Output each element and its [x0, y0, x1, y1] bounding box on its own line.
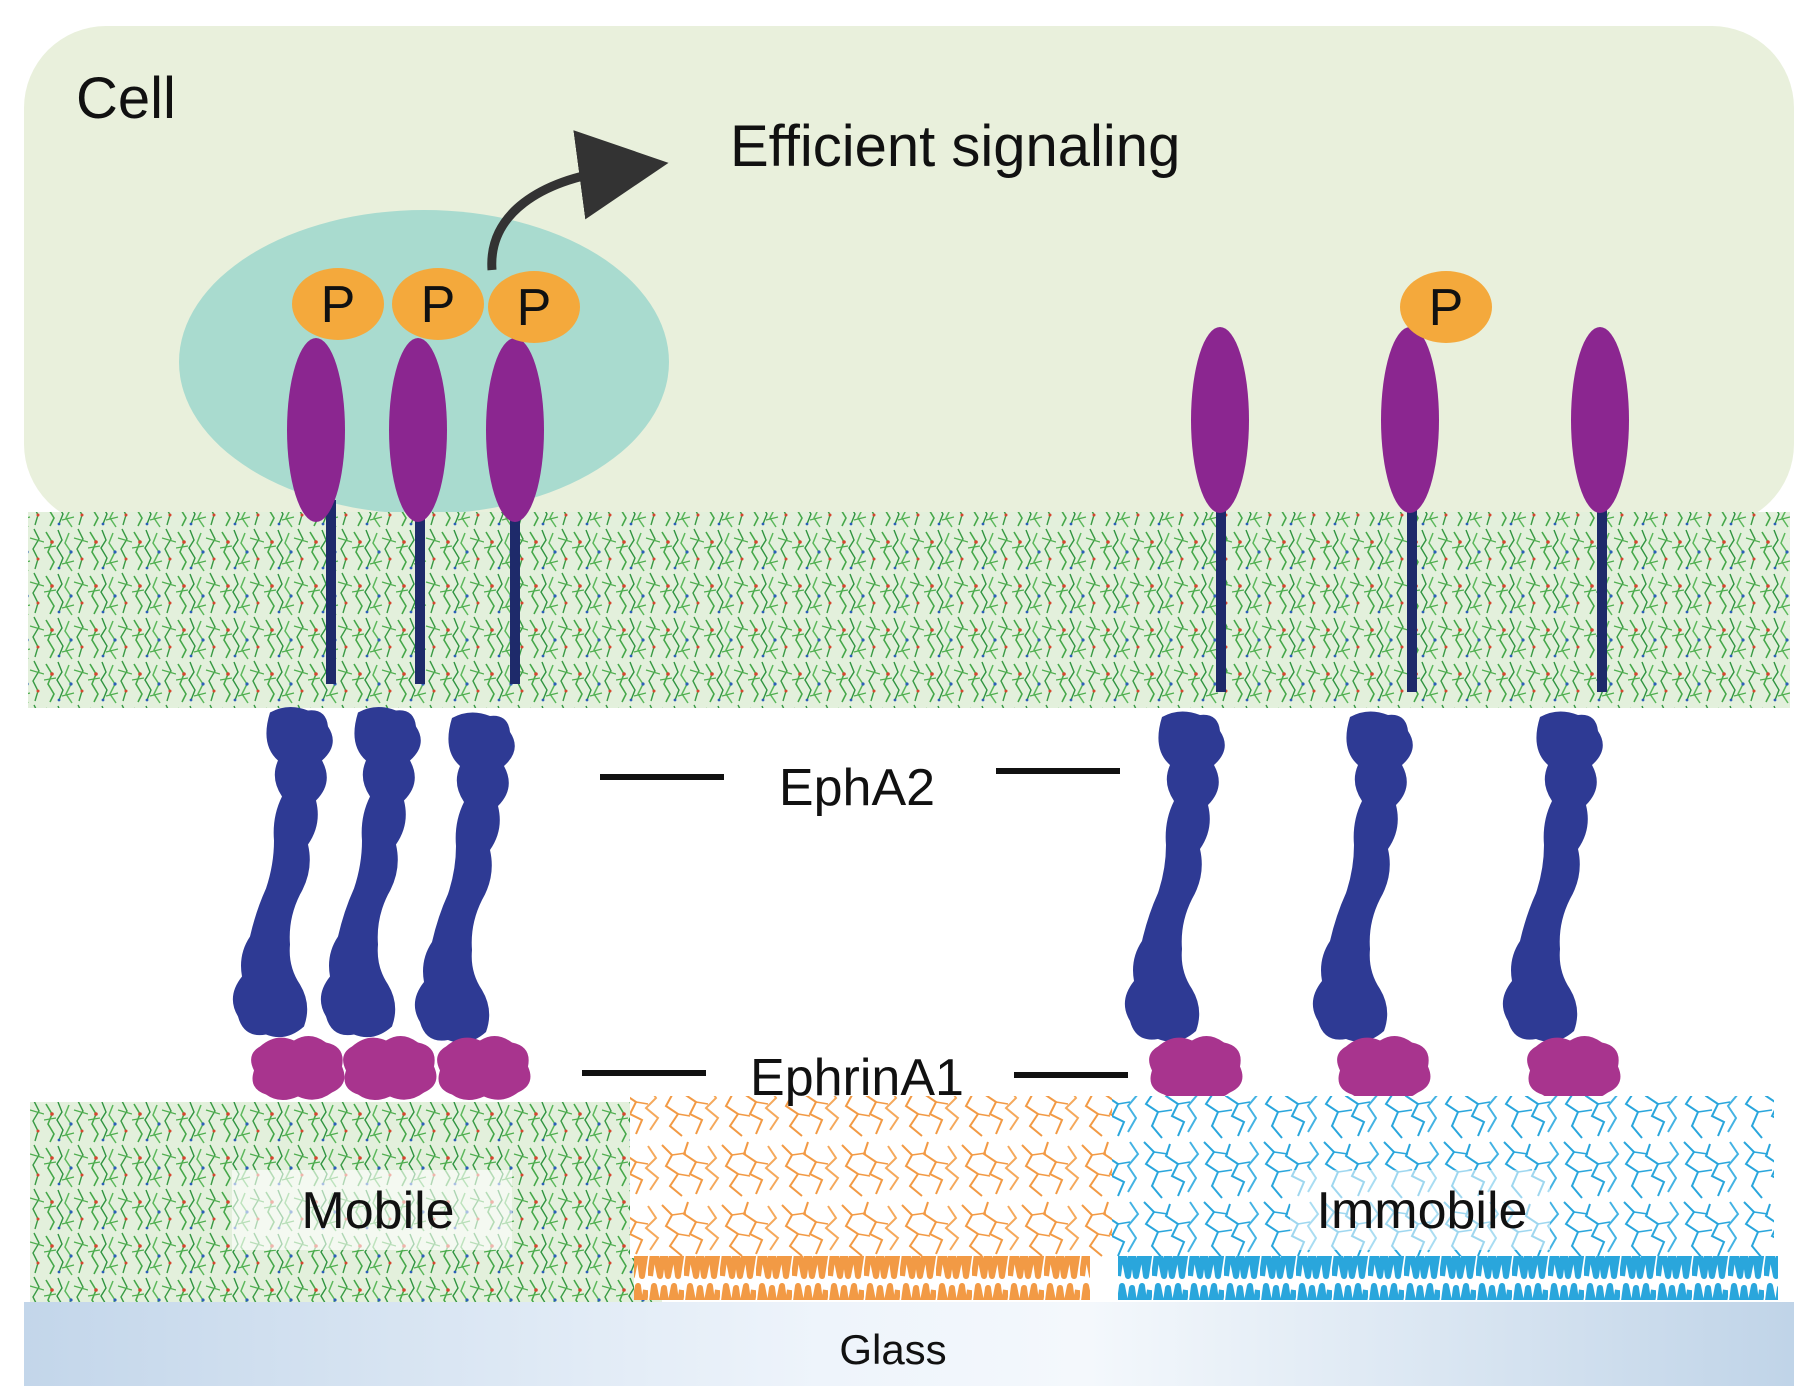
glass-substrate [24, 1302, 1794, 1386]
ligand [1149, 1035, 1243, 1101]
mobile-label: Mobile [301, 1182, 454, 1240]
immobile-label: Immobile [1317, 1182, 1528, 1240]
glass-label: Glass [839, 1326, 946, 1373]
phosphate-group [1400, 271, 1492, 343]
transmembrane-helix [415, 500, 425, 684]
kinase-domain [486, 338, 544, 522]
ectodomain [320, 706, 421, 1038]
leader-lines [582, 768, 1128, 1078]
polymer-base-orange [634, 1256, 1090, 1300]
epha2-ectodomains [232, 706, 1603, 1043]
kinase-domain [287, 338, 345, 522]
cell-membrane [28, 512, 1790, 708]
phosphate-group [392, 268, 484, 340]
ligand [1337, 1035, 1431, 1101]
ligand [251, 1035, 345, 1101]
ligand [1527, 1035, 1621, 1101]
transmembrane-helix [510, 500, 520, 684]
cell-label: Cell [76, 66, 176, 131]
ligand [343, 1035, 437, 1101]
transmembrane-helix [1597, 500, 1607, 692]
kinase-domain [1191, 327, 1249, 513]
polymer-cushion-orange [630, 1096, 1112, 1258]
polymer-base-blue [1118, 1256, 1778, 1300]
kinase-domain [1381, 327, 1439, 513]
signaling-label: Efficient signaling [730, 114, 1180, 179]
phosphate-group [488, 271, 580, 343]
phosphate-label: P [517, 279, 552, 337]
transmembrane-helix [326, 500, 336, 684]
phosphate-group [292, 268, 384, 340]
ligand [437, 1035, 531, 1101]
ectodomain [1502, 711, 1603, 1042]
ectodomain [1124, 711, 1225, 1042]
transmembrane-helix [1407, 500, 1417, 692]
immobile-label-backdrop [1290, 1170, 1550, 1250]
phosphate-groups: P P P P [292, 268, 1492, 343]
clustered-receptors [287, 338, 544, 684]
ephrina1-label: EphrinA1 [750, 1049, 964, 1107]
ectodomain [232, 706, 333, 1038]
ectodomain [414, 712, 515, 1043]
phosphate-label: P [421, 276, 456, 334]
mobile-label-backdrop [232, 1170, 512, 1250]
ectodomain [1312, 711, 1413, 1042]
kinase-domain [389, 338, 447, 522]
phosphate-label: P [321, 276, 356, 334]
epha2-label: EphA2 [779, 759, 935, 817]
kinase-domain [1571, 327, 1629, 513]
free-receptors [1191, 327, 1629, 692]
signaling-arrow [487, 130, 669, 271]
phosphate-label: P [1429, 279, 1464, 337]
transmembrane-helix [1216, 500, 1226, 692]
